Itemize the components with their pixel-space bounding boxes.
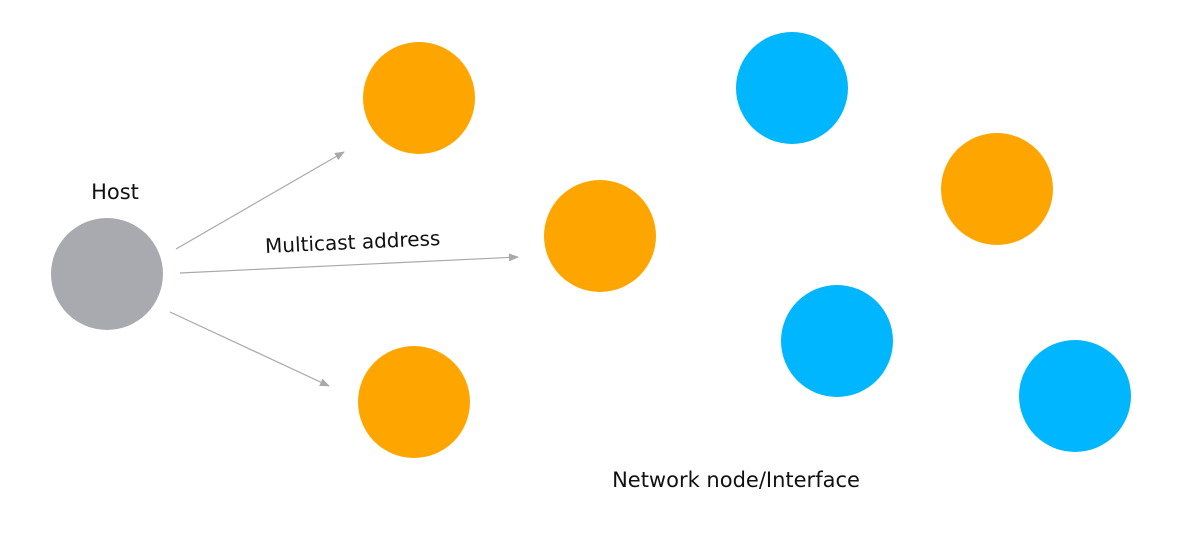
network-node-label: Network node/Interface [612,468,860,492]
non-member-node-top [736,32,848,144]
non-member-node-middle [781,285,893,397]
arrow-to-bottom-node [169,311,330,387]
non-member-node-right [1019,340,1131,452]
host-node [51,218,163,330]
member-node-bottom [358,346,470,458]
host-label: Host [91,180,139,204]
member-node-right [941,133,1053,245]
arrow-to-middle-node [179,253,519,274]
member-node-top [363,42,475,154]
member-node-middle [544,180,656,292]
arrow-to-top-node [175,151,345,250]
multicast-address-label: Multicast address [265,226,441,258]
